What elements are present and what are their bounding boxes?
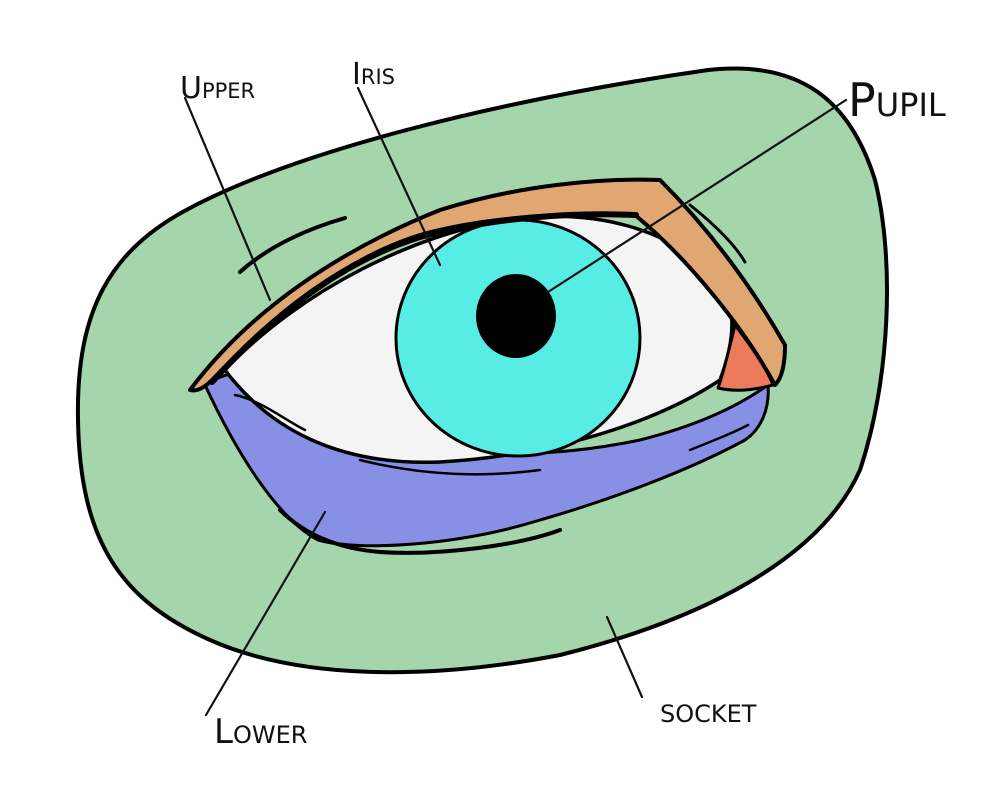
pupil-label: Pupil bbox=[848, 73, 946, 127]
upper-label: Upper bbox=[180, 71, 255, 106]
iris-label: Iris bbox=[352, 57, 395, 92]
pupil bbox=[476, 274, 556, 358]
socket-label: socket bbox=[660, 691, 757, 731]
lower-label: Lower bbox=[214, 712, 307, 752]
